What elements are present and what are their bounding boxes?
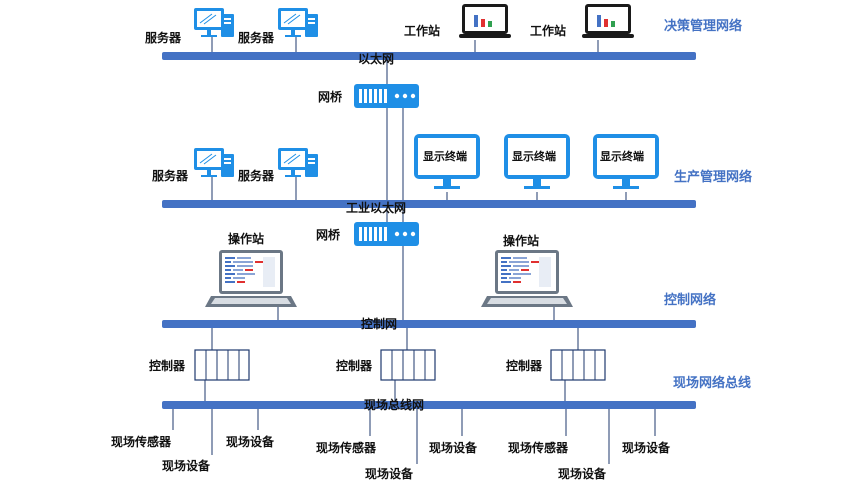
field-device-label: 现场设备 [622, 440, 671, 455]
server-label: 服务器 [145, 30, 182, 45]
operator-station-label: 操作站 [503, 233, 539, 248]
field-device-label: 现场设备 [226, 434, 275, 449]
controller-label: 控制器 [336, 358, 373, 373]
field-sensor-label: 现场传感器 [316, 440, 377, 455]
field-device-label: 现场设备 [429, 440, 478, 455]
connection-lines [172, 37, 656, 464]
ethernet-bus-label: 以太网 [358, 51, 394, 66]
workstation-label: 工作站 [404, 23, 440, 38]
server-icon [193, 147, 235, 178]
bridge-label: 网桥 [316, 227, 341, 242]
field-sensor-label: 现场传感器 [508, 440, 569, 455]
bridge-icon [354, 222, 419, 246]
fieldbus-label: 现场总线网 [364, 397, 424, 412]
control-net-bus [162, 320, 696, 328]
field-device-label: 现场设备 [558, 466, 607, 481]
operator-station-icon [481, 250, 573, 307]
field-device-label: 现场设备 [162, 458, 211, 473]
server-icon [277, 7, 319, 38]
bridge-label: 网桥 [318, 89, 343, 104]
field-layer-title: 现场网络总线 [673, 375, 751, 391]
industrial-ethernet-label: 工业以太网 [346, 200, 406, 215]
display-terminal-label: 显示终端 [423, 149, 467, 163]
workstation-label: 工作站 [530, 23, 566, 38]
fieldbus [162, 401, 696, 409]
controller-icon [550, 349, 606, 381]
workstation-icon [582, 4, 634, 38]
controller-icon [380, 349, 436, 381]
server-icon [193, 7, 235, 38]
decision-layer-title: 决策管理网络 [664, 18, 742, 34]
industrial-ethernet-bus [162, 200, 696, 208]
server-icon [277, 147, 319, 178]
operator-station-icon [205, 250, 297, 307]
display-terminal-label: 显示终端 [512, 149, 556, 163]
server-label: 服务器 [238, 30, 275, 45]
bridge-icon [354, 84, 419, 108]
control-net-label: 控制网 [361, 316, 397, 331]
field-sensor-label: 现场传感器 [111, 434, 172, 449]
control-layer-title: 控制网络 [664, 292, 716, 308]
production-layer-title: 生产管理网络 [674, 169, 752, 185]
server-label: 服务器 [238, 168, 275, 183]
server-label: 服务器 [152, 168, 189, 183]
controller-label: 控制器 [149, 358, 186, 373]
operator-station-label: 操作站 [228, 231, 264, 246]
display-terminal-label: 显示终端 [600, 149, 644, 163]
workstation-icon [459, 4, 511, 38]
controller-icon [194, 349, 250, 381]
ethernet-bus [162, 52, 696, 60]
controller-label: 控制器 [506, 358, 543, 373]
field-device-label: 现场设备 [365, 466, 414, 481]
